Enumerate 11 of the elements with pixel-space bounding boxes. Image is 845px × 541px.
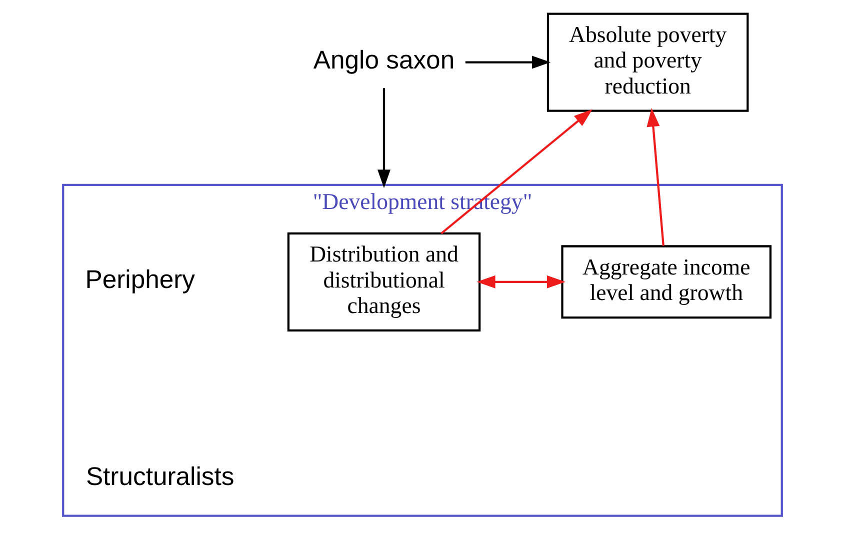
arrow — [476, 275, 566, 288]
node-box: Absolute poverty and poverty reduction — [546, 12, 749, 112]
label: Periphery — [85, 266, 196, 294]
arrow — [465, 56, 551, 69]
arrow — [378, 88, 390, 188]
arrow — [440, 109, 592, 234]
node-box: Distribution and distributional changes — [287, 232, 481, 332]
arrow — [646, 108, 664, 246]
node-text: Anglo saxon — [313, 46, 455, 75]
node-box: Aggregate income level and growth — [561, 245, 772, 319]
label: Structuralists — [86, 462, 234, 491]
